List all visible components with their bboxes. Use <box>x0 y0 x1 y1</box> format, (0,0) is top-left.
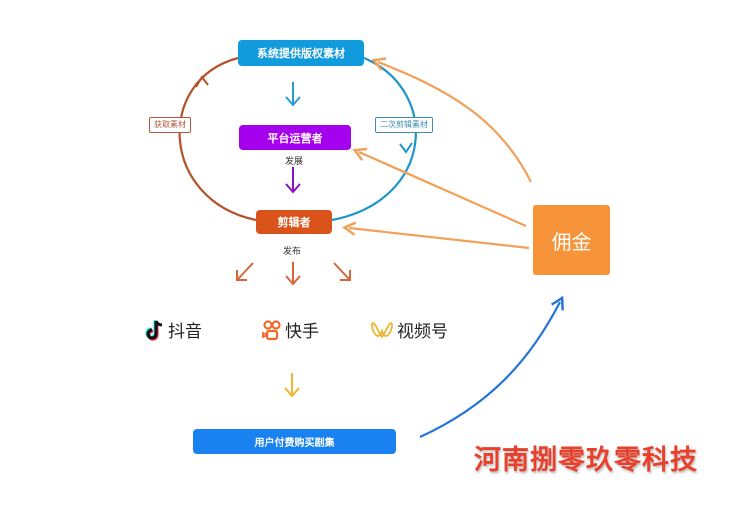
commission-to-system-arrow <box>371 57 532 183</box>
platform-kuaishou: 快手 <box>262 317 319 342</box>
user-purchase-node: 用户付费购买剧集 <box>193 429 396 454</box>
kuaishou-icon <box>262 319 281 340</box>
platform-douyin-label: 抖音 <box>168 322 202 342</box>
commission-label: 佣金 <box>551 229 592 254</box>
publish-label: 发布 <box>283 247 302 257</box>
commission-to-editor-arrow <box>341 221 530 250</box>
arrow-platform-to-editor <box>285 167 301 194</box>
platform-operator-label: 平台运营者 <box>267 131 323 145</box>
get-material-arrowhead <box>195 75 209 88</box>
publish-arrows <box>236 262 351 286</box>
get-material-tag: 获取素材 <box>149 117 191 133</box>
develop-label: 发展 <box>285 157 304 167</box>
company-watermark: 河南捌零玖零科技 <box>474 445 698 476</box>
user-to-commission-arrow <box>419 295 564 439</box>
system-node-label: 系统提供版权素材 <box>257 47 345 60</box>
user-purchase-label: 用户付费购买剧集 <box>254 438 335 449</box>
platform-kuaishou-label: 快手 <box>285 322 319 342</box>
platform-shipinhao: 视频号 <box>370 317 448 342</box>
editor-label: 剪辑者 <box>277 216 311 229</box>
secondary-edit-arrowhead <box>399 142 413 154</box>
secondary-edit-arc <box>331 56 417 222</box>
editor-node: 剪辑者 <box>256 210 332 234</box>
commission-node: 佣金 <box>533 205 610 275</box>
platform-douyin: 抖音 <box>145 317 202 342</box>
arrow-platforms-to-user <box>284 373 300 398</box>
platform-shipinhao-label: 视频号 <box>397 322 448 342</box>
secondary-edit-tag: 二次剪辑素材 <box>375 117 433 133</box>
shipinhao-icon <box>371 321 393 339</box>
platform-operator-node: 平台运营者 <box>239 125 351 150</box>
get-material-arc <box>178 56 257 222</box>
arrow-system-to-platform <box>285 82 301 107</box>
commission-to-platform-arrow <box>352 147 527 228</box>
douyin-icon <box>145 319 163 341</box>
system-node: 系统提供版权素材 <box>238 40 364 66</box>
